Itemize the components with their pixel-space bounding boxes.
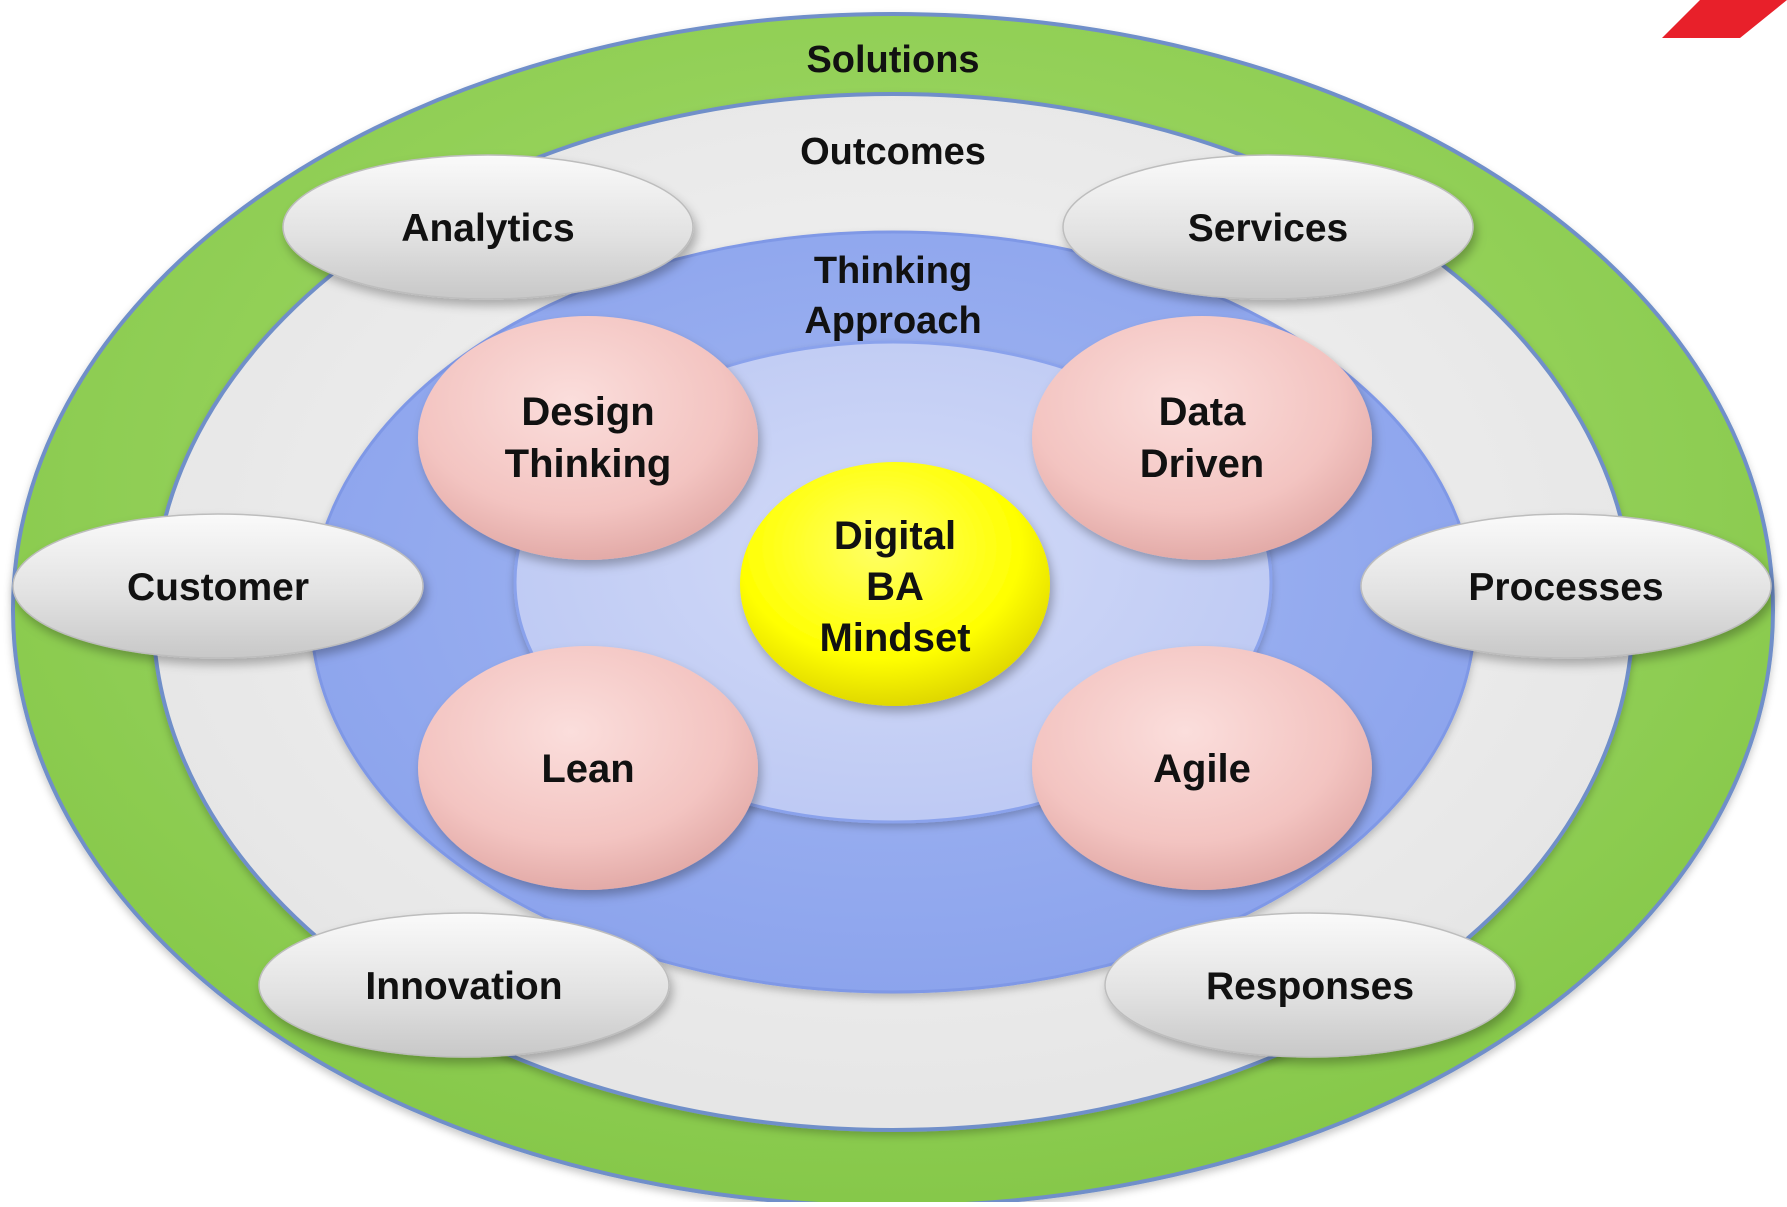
lean-bubble — [418, 646, 758, 890]
design-thinking-line2: Thinking — [505, 442, 672, 486]
analytics-pill — [282, 154, 694, 300]
thinking-label-line1: Thinking — [814, 250, 972, 292]
innovation-node: Innovation — [258, 912, 670, 1058]
data-driven-node: Data Driven — [1032, 316, 1372, 560]
design-thinking-node: Design Thinking — [418, 316, 758, 560]
data-driven-line1: Data — [1159, 390, 1246, 434]
processes-pill — [1360, 513, 1772, 659]
thinking-label-line2: Approach — [804, 300, 981, 342]
outcomes-label: Outcomes — [800, 131, 986, 173]
agile-bubble — [1032, 646, 1372, 890]
solutions-label: Solutions — [806, 39, 979, 81]
design-thinking-bubble — [418, 316, 758, 560]
design-thinking-line1: Design — [521, 390, 654, 434]
innovation-pill — [258, 912, 670, 1058]
responses-node: Responses — [1104, 912, 1516, 1058]
customer-label: Customer — [127, 566, 309, 609]
brand-logo — [1662, 0, 1787, 38]
responses-pill — [1104, 912, 1516, 1058]
data-driven-line2: Driven — [1140, 442, 1265, 486]
processes-node: Processes — [1360, 513, 1772, 659]
customer-node: Customer — [12, 513, 424, 659]
services-node: Services — [1062, 154, 1474, 300]
analytics-node: Analytics — [282, 154, 694, 300]
lean-label: Lean — [541, 747, 634, 791]
digital-ba-mindset-center — [740, 462, 1050, 706]
responses-label: Responses — [1206, 965, 1414, 1008]
analytics-label: Analytics — [401, 207, 574, 250]
innovation-label: Innovation — [365, 965, 562, 1008]
center-line1: Digital — [834, 514, 956, 558]
agile-label: Agile — [1153, 747, 1251, 791]
processes-label: Processes — [1468, 566, 1663, 609]
services-label: Services — [1188, 207, 1348, 250]
lean-node: Lean — [418, 646, 758, 890]
services-pill — [1062, 154, 1474, 300]
center-line2: BA — [866, 565, 924, 609]
brand-logo-notch — [1740, 0, 1787, 38]
brand-logo-slash — [1662, 0, 1728, 38]
customer-pill — [12, 513, 424, 659]
data-driven-bubble — [1032, 316, 1372, 560]
center-line3: Mindset — [819, 616, 970, 660]
agile-node: Agile — [1032, 646, 1372, 890]
